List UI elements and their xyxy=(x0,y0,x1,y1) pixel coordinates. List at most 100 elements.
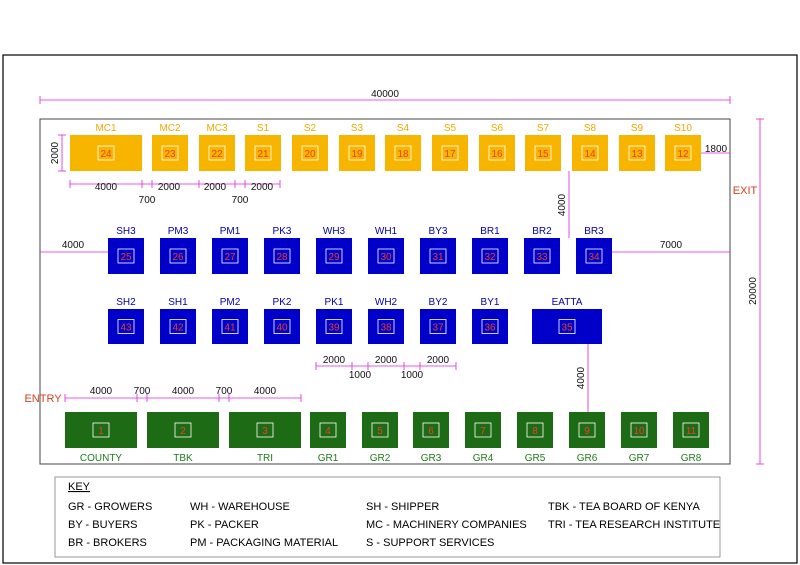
booth-number: 5 xyxy=(377,426,383,437)
booth-label: BY1 xyxy=(481,297,500,308)
booth-label: MC2 xyxy=(159,123,181,134)
booth-number: 11 xyxy=(686,426,697,437)
booth-label: S10 xyxy=(674,123,692,134)
booth-block xyxy=(619,135,655,171)
booth-block xyxy=(525,135,561,171)
key-item: PM - PACKAGING MATERIAL xyxy=(190,537,338,549)
dimension-label: 700 xyxy=(134,386,151,397)
booth-number-box xyxy=(208,145,226,161)
booth-number-box xyxy=(221,319,239,334)
booth-label: WH2 xyxy=(375,297,398,308)
booth-label: GR5 xyxy=(525,453,546,464)
booth-number-box xyxy=(533,248,551,264)
booth-block xyxy=(152,135,188,171)
booth-label: PK2 xyxy=(273,297,292,308)
booth-number-box xyxy=(558,319,576,334)
booth-number: 31 xyxy=(432,252,444,263)
booth-label: EATTA xyxy=(552,297,583,308)
booth-block xyxy=(524,238,560,274)
key-item: SH - SHIPPER xyxy=(366,501,439,513)
booth-label: WH3 xyxy=(323,226,346,237)
booth-block xyxy=(65,412,137,448)
booth-number: 4 xyxy=(325,426,331,437)
dimension-label: 2000 xyxy=(158,182,181,193)
booth-number-box xyxy=(377,248,395,264)
booth-block xyxy=(108,238,144,274)
booth-number-box xyxy=(174,422,192,438)
booth-number-box xyxy=(371,422,389,438)
booth-number-box xyxy=(117,248,135,264)
key-box xyxy=(54,476,721,558)
dimension-label: 4000 xyxy=(172,386,195,397)
booth-number-box xyxy=(169,248,187,264)
booth-number-box xyxy=(429,248,447,264)
booth-block xyxy=(385,135,421,171)
booth-number: 15 xyxy=(537,149,549,160)
booth-number-box xyxy=(254,145,272,161)
booth-label: BR3 xyxy=(584,226,604,237)
booth-number: 39 xyxy=(328,323,340,334)
booth-number: 21 xyxy=(257,149,269,160)
entry-label: ENTRY xyxy=(24,393,62,405)
booth-row2-9: 34 BR3 xyxy=(576,226,612,274)
booth-block xyxy=(576,238,612,274)
key-item: BY - BUYERS xyxy=(68,519,138,531)
booth-number-box xyxy=(488,145,506,161)
booth-number-box xyxy=(273,248,291,264)
booth-label: COUNTY xyxy=(80,453,123,464)
booth-number: 2 xyxy=(180,426,186,437)
dimension-label: 700 xyxy=(232,195,249,206)
dimension-label: 2000 xyxy=(323,355,346,366)
booth-label: GR7 xyxy=(629,453,650,464)
booth-block xyxy=(70,135,142,171)
booth-number-box xyxy=(169,319,187,334)
booth-block xyxy=(264,238,300,274)
booth-label: MC3 xyxy=(206,123,228,134)
booth-number-box xyxy=(474,422,492,438)
booth-block xyxy=(420,309,456,344)
booth-label: BR2 xyxy=(532,226,552,237)
booth-block xyxy=(108,309,144,344)
dimension-label: 700 xyxy=(139,195,156,206)
page-frame xyxy=(2,54,798,564)
dimension-label: 1000 xyxy=(349,370,372,381)
booth-label: TBK xyxy=(173,453,193,464)
dimension-label: 1000 xyxy=(401,370,424,381)
booth-block xyxy=(245,135,281,171)
booth-number-box xyxy=(325,319,343,334)
booth-number: 34 xyxy=(588,252,600,263)
booth-block xyxy=(316,238,352,274)
booth-number-box xyxy=(441,145,459,161)
booths: 24MC123MC222MC321S120S219S318S417S516S61… xyxy=(65,123,709,464)
booth-number-box xyxy=(526,422,544,438)
booth-number-box xyxy=(117,319,135,334)
booth-block xyxy=(368,238,404,274)
booth-label: BR1 xyxy=(480,226,500,237)
dimension-label: 700 xyxy=(216,386,233,397)
booth-label: TRI xyxy=(257,453,273,464)
key-item: WH - WAREHOUSE xyxy=(190,501,290,513)
booth-number-box xyxy=(273,319,291,334)
booth-block xyxy=(362,412,398,448)
booth-block xyxy=(572,135,608,171)
booth-label: PM3 xyxy=(168,226,189,237)
key-item: TBK - TEA BOARD OF KENYA xyxy=(548,501,700,513)
booth-number: 8 xyxy=(532,426,538,437)
booth-block xyxy=(413,412,449,448)
key-item: TRI - TEA RESEARCH INSTITUTE xyxy=(548,519,720,531)
dimension-label: 40000 xyxy=(371,89,399,100)
booth-number: 41 xyxy=(224,323,236,334)
booth-number-box xyxy=(256,422,274,438)
